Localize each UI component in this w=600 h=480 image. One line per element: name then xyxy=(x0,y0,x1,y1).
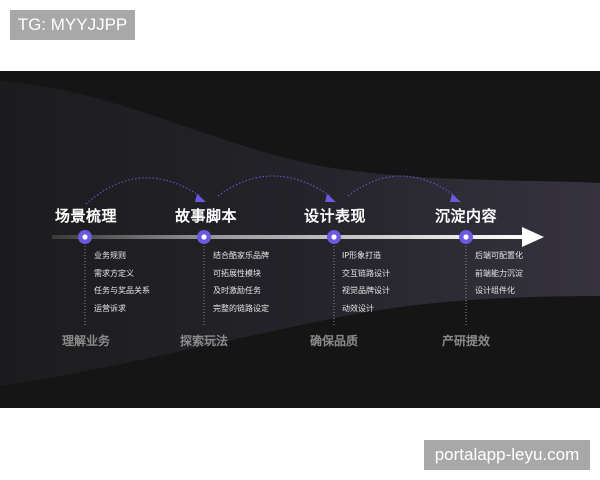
arc-connector-2 xyxy=(217,175,331,197)
background-band xyxy=(0,81,600,386)
stage-4-item: 设计组件化 xyxy=(475,286,515,295)
stage-1-item: 需求方定义 xyxy=(94,268,134,278)
arc-arrowhead-1 xyxy=(195,194,206,202)
stage-2-item: 及时激励任务 xyxy=(213,286,261,295)
stage-2-footer: 探索玩法 xyxy=(180,334,229,348)
stage-1-footer: 理解业务 xyxy=(62,334,111,348)
stage-3-items: IP形象打造 交互链路设计 视觉品牌设计 动效设计 xyxy=(342,247,390,317)
arc-arrowhead-3 xyxy=(450,194,461,202)
stage-3-item: 动效设计 xyxy=(342,303,374,313)
watermark-bottom-right: portalapp-leyu.com xyxy=(424,440,590,470)
process-timeline-banner: 场景梳理 故事脚本 设计表现 沉淀内容 业务规则 需求方定义 任务与奖品关系 运… xyxy=(0,71,600,408)
stage-2-item: 可拓展性模块 xyxy=(213,268,261,278)
stage-3-item: IP形象打造 xyxy=(342,251,382,260)
stage-4-item: 后端可配置化 xyxy=(475,251,523,260)
arc-connector-1 xyxy=(85,177,201,205)
stage-1-items: 业务规则 需求方定义 任务与奖品关系 运营诉求 xyxy=(94,247,150,317)
timeline-arrowhead xyxy=(522,227,544,247)
stage-2-title: 故事脚本 xyxy=(175,207,238,225)
stage-3-footer: 确保品质 xyxy=(310,334,359,348)
watermark-top-left: TG: MYYJJPP xyxy=(10,10,135,40)
timeline-line xyxy=(52,235,527,239)
stage-4-items: 后端可配置化 前端能力沉淀 设计组件化 xyxy=(475,247,523,300)
stage-1-title: 场景梳理 xyxy=(55,207,118,225)
stage-1-item: 任务与奖品关系 xyxy=(94,286,150,295)
stage-4-title: 沉淀内容 xyxy=(435,207,498,225)
arc-arrowhead-2 xyxy=(325,194,336,202)
stage-1-item: 业务规则 xyxy=(94,251,126,260)
stage-2-items: 结合酷家乐品牌 可拓展性模块 及时激励任务 完整的链路设定 xyxy=(213,247,269,317)
arc-connector-3 xyxy=(347,175,456,197)
stage-2-item: 完整的链路设定 xyxy=(213,303,269,313)
stage-3-item: 交互链路设计 xyxy=(342,268,390,278)
stage-4-item: 前端能力沉淀 xyxy=(475,268,523,278)
stage-3-title: 设计表现 xyxy=(304,207,367,225)
stage-4-footer: 产研提效 xyxy=(442,334,491,348)
stage-1-item: 运营诉求 xyxy=(94,303,126,313)
stage-2-item: 结合酷家乐品牌 xyxy=(213,251,269,260)
timeline-graphic xyxy=(0,81,600,386)
stage-3-item: 视觉品牌设计 xyxy=(342,286,390,295)
